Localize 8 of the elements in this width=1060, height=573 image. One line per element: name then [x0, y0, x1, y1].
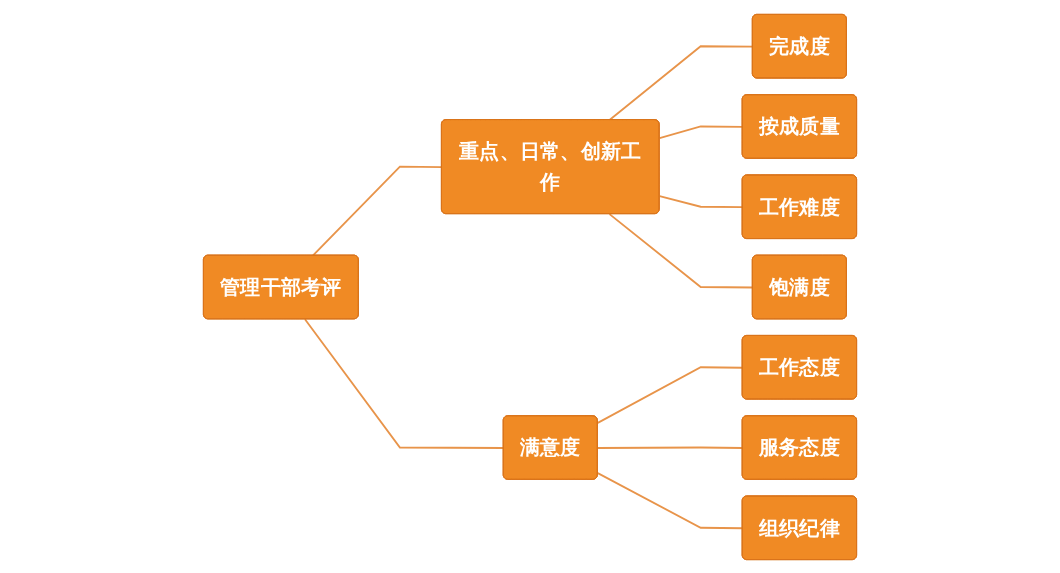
connector — [658, 194, 744, 208]
connector — [596, 446, 744, 449]
connector — [658, 125, 744, 139]
connector — [608, 212, 754, 288]
connector — [304, 317, 505, 449]
connector — [596, 365, 744, 424]
connector — [596, 471, 744, 529]
connector — [608, 44, 754, 121]
